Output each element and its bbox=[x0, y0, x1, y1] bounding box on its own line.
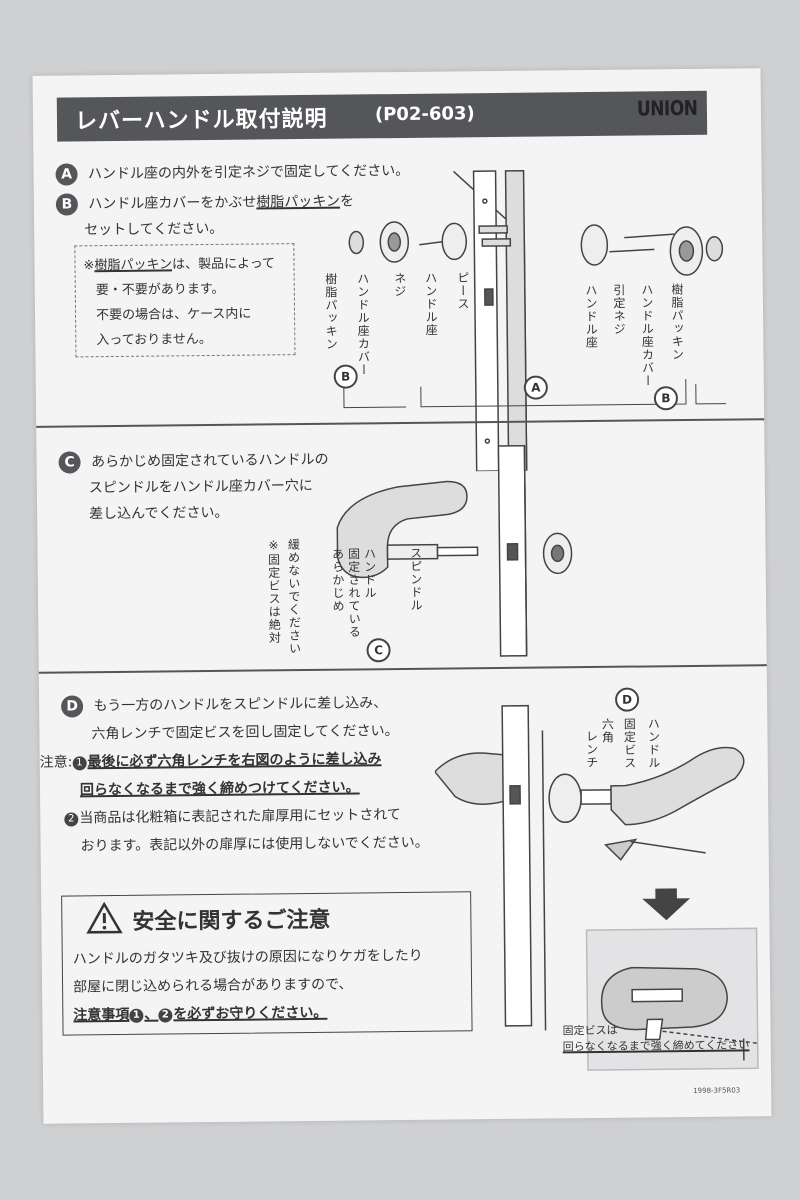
step-b-text-2: セットしてください。 bbox=[84, 220, 224, 239]
mark-b-left: B bbox=[333, 364, 358, 389]
note-box: ※樹脂パッキンは、製品によって 要・不要があります。 不要の場合は、ケース内に … bbox=[74, 243, 296, 358]
caption-2: 回らなくなるまで強く締めてください bbox=[563, 1036, 750, 1054]
caution-1-text-a: 最後に必ず六角レンチを右図のように差し込み bbox=[87, 751, 382, 771]
mark-d: D bbox=[614, 687, 640, 712]
mark-b-left-text: B bbox=[333, 364, 358, 389]
mark-a-text: A bbox=[523, 375, 548, 400]
note-line-3: 不要の場合は、ケース内に bbox=[95, 306, 252, 324]
mark-b-right-text: B bbox=[653, 386, 679, 411]
page-title: レバーハンドル取付説明 bbox=[74, 106, 328, 135]
safety-line-1: ハンドルのガタツキ及び抜けの原因になりケガをしたり bbox=[72, 947, 423, 968]
header-bar: レバーハンドル取付説明 (P02-603) bbox=[56, 90, 708, 142]
step-d-text-1: もう一方のハンドルをスピンドルに差し込み、 bbox=[93, 695, 388, 715]
safety-title: 安全に関するご注意 bbox=[132, 907, 331, 935]
caution-2-text-a: 当商品は化粧箱に表記された扉厚用にセットされて bbox=[79, 807, 401, 827]
note-line-1: ※樹脂パッキンは、製品によって bbox=[83, 252, 275, 273]
step-b-text-1a: ハンドル座カバーをかぶせ bbox=[88, 194, 257, 213]
handle-diagram-c bbox=[336, 444, 573, 657]
handle-diagram-d bbox=[434, 704, 759, 1071]
mark-b-right: B bbox=[653, 386, 679, 411]
mark-d-text: D bbox=[614, 687, 640, 712]
warning-icon bbox=[86, 901, 123, 934]
label-packing-right: 樹脂パッキン bbox=[669, 283, 685, 362]
label-d-screw: 固定ビス bbox=[622, 717, 637, 770]
badge-d: D bbox=[61, 695, 84, 718]
safety-sep: 、 bbox=[144, 1006, 159, 1023]
note-rest: は、製品によって bbox=[171, 256, 276, 273]
safety-line-2: 部屋に閉じ込められる場合がありますので、 bbox=[72, 976, 353, 996]
footer-code: 1998-3F5R03 bbox=[693, 1086, 741, 1095]
label-packing-left: 樹脂パッキン bbox=[323, 272, 339, 351]
safety-num-1: 1 bbox=[129, 1008, 144, 1023]
safety-box: 安全に関するご注意 ハンドルのガタツキ及び抜けの原因になりケガをしたり 部屋に閉… bbox=[61, 891, 473, 1036]
caution-label: 注意: bbox=[39, 754, 73, 771]
step-d: D もう一方のハンドルをスピンドルに差し込み、 bbox=[61, 692, 388, 718]
instruction-sheet: レバーハンドル取付説明 (P02-603) UNION A ハンドル座の内外を引… bbox=[32, 68, 772, 1124]
caption-1: 固定ビスは bbox=[562, 1023, 618, 1038]
label-c-note-2: 緩めないでください bbox=[286, 538, 302, 656]
mark-a: A bbox=[523, 375, 548, 400]
caption-2-text: 回らなくなるまで強く締めてください bbox=[562, 1038, 750, 1054]
caution-num-1: 1 bbox=[72, 756, 87, 771]
mark-c: C bbox=[366, 638, 391, 663]
caution-2-text-b: おります。表記以外の扉厚には使用しないでください。 bbox=[80, 834, 429, 855]
badge-c: C bbox=[58, 451, 81, 474]
label-seat-left: ハンドル座 bbox=[423, 271, 439, 337]
caution-1-text-b: 回らなくなるまで強く締めつけてください。 bbox=[80, 776, 360, 799]
brand-logo: UNION bbox=[636, 96, 698, 122]
caution-num-2: 2 bbox=[64, 812, 79, 827]
label-c-spindle: スピンドル bbox=[408, 546, 424, 612]
label-d-wrench-2: レンチ bbox=[584, 729, 599, 770]
label-c-note-1: ※固定ビスは絶対 bbox=[266, 538, 282, 645]
exploded-diagram-ab bbox=[343, 169, 727, 472]
step-c-text-3: 差し込んでください。 bbox=[89, 504, 229, 523]
label-pull-screw: 引定ネジ bbox=[611, 283, 627, 336]
safety-num-2: 2 bbox=[158, 1008, 173, 1023]
step-d-text-2: 六角レンチで固定ビスを回し固定してください。 bbox=[91, 723, 399, 743]
caution-1-text-b-span: 回らなくなるまで強く締めつけてください。 bbox=[79, 779, 360, 799]
label-c-fixed-3: ハンドル bbox=[362, 547, 378, 600]
badge-b: B bbox=[55, 193, 78, 216]
label-d-handle: ハンドル bbox=[646, 717, 661, 770]
step-c-text-2: スピンドルをハンドル座カバー穴に bbox=[88, 477, 313, 497]
label-seat-right: ハンドル座 bbox=[583, 283, 599, 350]
label-piece: ピース bbox=[455, 271, 471, 311]
mark-c-text: C bbox=[366, 638, 391, 663]
label-d-wrench-1: 六角 bbox=[600, 717, 615, 744]
note-ul: 樹脂パッキン bbox=[94, 257, 173, 274]
product-code: (P02-603) bbox=[374, 103, 475, 126]
step-c-text-1: あらかじめ固定されているハンドルの bbox=[90, 451, 329, 471]
label-cover-left: ハンドル座カバー bbox=[355, 272, 371, 377]
label-c-fixed-1: あらかじめ bbox=[330, 547, 346, 613]
note-line-4: 入っておりません。 bbox=[96, 331, 212, 349]
note-line-2: 要・不要があります。 bbox=[95, 281, 225, 299]
safety-line-3-b: を必ずお守りください。 bbox=[173, 1004, 328, 1023]
note-mark: ※ bbox=[83, 258, 95, 274]
safety-line-3-a: 注意事項 bbox=[73, 1006, 130, 1024]
label-cover-right: ハンドル座カバー bbox=[639, 283, 655, 388]
step-c: C あらかじめ固定されているハンドルの bbox=[58, 449, 329, 474]
badge-a: A bbox=[55, 163, 78, 186]
label-screw: ネジ bbox=[392, 271, 407, 299]
